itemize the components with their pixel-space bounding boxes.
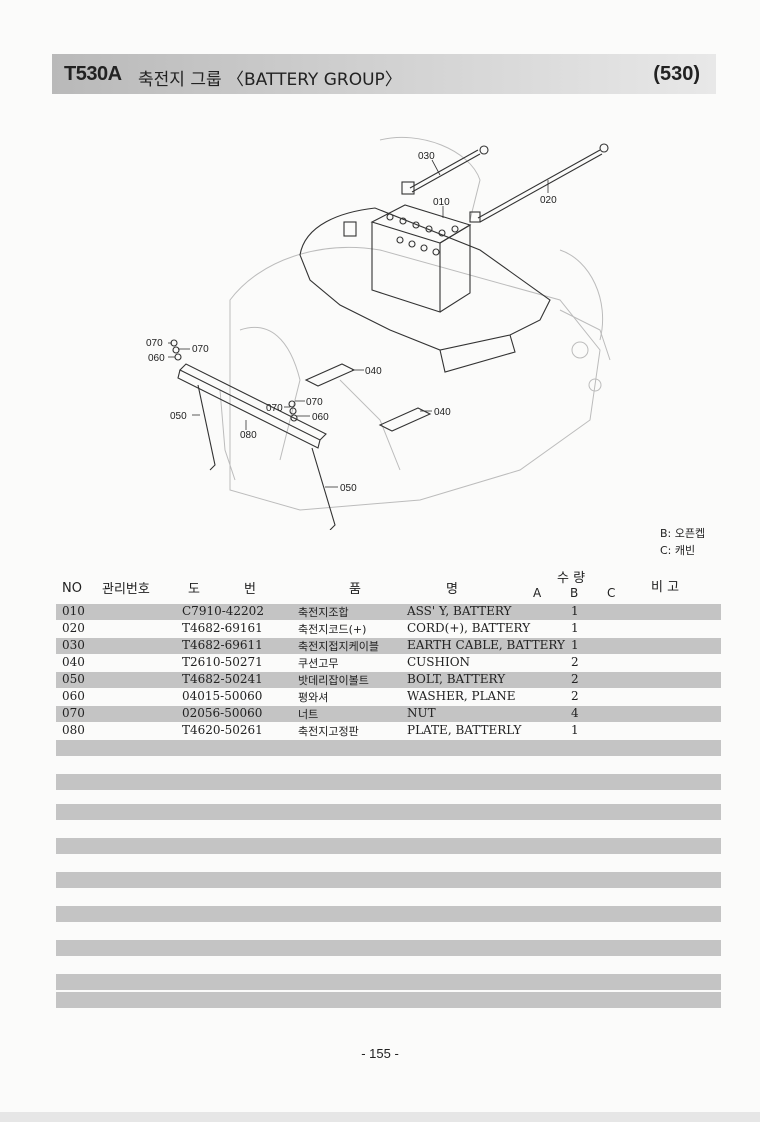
cell-name-kor: 축전지접지케이블 bbox=[298, 640, 379, 653]
cell-qty: 2 bbox=[571, 689, 579, 703]
cell-no: 010 bbox=[62, 604, 85, 618]
cell-qty: 2 bbox=[571, 672, 579, 686]
cell-qty: 1 bbox=[571, 723, 579, 737]
cell-part-no: T4682-69611 bbox=[182, 638, 263, 652]
cell-name-kor: 쿠션고무 bbox=[298, 657, 339, 670]
callout-label: 060 bbox=[148, 353, 165, 364]
table-row: 020 T4682-69161 축전지코드(+) CORD(+), BATTER… bbox=[56, 620, 721, 637]
cell-name-kor: 축전지코드(+) bbox=[298, 623, 367, 636]
cell-name-kor: 너트 bbox=[298, 708, 319, 721]
cell-no: 080 bbox=[62, 723, 85, 737]
callout-label: 010 bbox=[433, 197, 450, 208]
header-drawing-2: 번 bbox=[244, 582, 256, 597]
cell-part-no: T4620-50261 bbox=[182, 723, 263, 737]
cell-part-no: T4682-50241 bbox=[182, 672, 263, 686]
cell-name-kor: 축전지조합 bbox=[298, 606, 349, 619]
callout-label: 040 bbox=[434, 407, 451, 418]
cell-qty: 4 bbox=[571, 706, 579, 720]
callout-label: 070 bbox=[266, 403, 283, 414]
page-number: - 155 - bbox=[361, 1046, 399, 1061]
header-qty-c: C bbox=[607, 586, 616, 600]
header-name-1: 품 bbox=[349, 582, 361, 597]
table-row: 070 02056-50060 너트 NUT 4 bbox=[56, 705, 721, 722]
cell-qty: 2 bbox=[571, 655, 579, 669]
table-row: 050 T4682-50241 밧데리잡이볼트 BOLT, BATTERY 2 bbox=[56, 671, 721, 688]
cell-qty: 1 bbox=[571, 621, 579, 635]
table-row: 060 04015-50060 평와셔 WASHER, PLANE 2 bbox=[56, 688, 721, 705]
header-name-2: 명 bbox=[446, 582, 458, 597]
model-code: T530A bbox=[64, 63, 122, 85]
legend-cabin: C: 캐빈 bbox=[660, 544, 696, 557]
page-bottom-edge bbox=[0, 1112, 760, 1122]
cell-name-eng: ASS' Y, BATTERY bbox=[407, 604, 512, 618]
cell-name-eng: BOLT, BATTERY bbox=[407, 672, 506, 686]
cell-name-eng: CORD(+), BATTERY bbox=[407, 621, 531, 635]
table-row: 040 T2610-50271 쿠션고무 CUSHION 2 bbox=[56, 654, 721, 671]
cell-name-eng: PLATE, BATTERLY bbox=[407, 723, 522, 737]
cell-part-no: 04015-50060 bbox=[182, 689, 263, 703]
cell-name-eng: NUT bbox=[407, 706, 436, 720]
cell-part-no: T2610-50271 bbox=[182, 655, 263, 669]
callout-label: 020 bbox=[540, 195, 557, 206]
cell-name-kor: 축전지고정판 bbox=[298, 725, 359, 738]
cell-name-eng: WASHER, PLANE bbox=[407, 689, 516, 703]
table-row: 010 C7910-42202 축전지조합 ASS' Y, BATTERY 1 bbox=[56, 603, 721, 620]
cell-name-kor: 평와셔 bbox=[298, 691, 329, 704]
group-title: 축전지 그룹 〈BATTERY GROUP〉 bbox=[138, 70, 402, 90]
cell-part-no: T4682-69161 bbox=[182, 621, 263, 635]
cell-part-no: 02056-50060 bbox=[182, 706, 263, 720]
cell-no: 050 bbox=[62, 672, 85, 686]
cell-name-kor: 밧데리잡이볼트 bbox=[298, 674, 369, 687]
callout-label: 070 bbox=[192, 344, 209, 355]
callout-label: 060 bbox=[312, 412, 329, 423]
callout-label: 030 bbox=[418, 151, 435, 162]
callout-label: 070 bbox=[146, 338, 163, 349]
cell-qty: 1 bbox=[571, 638, 579, 652]
header-remark: 비 고 bbox=[651, 580, 680, 595]
parts-diagram: 030 010 020 070 060 070 040 070 070 060 … bbox=[146, 136, 611, 530]
group-ref: (530) bbox=[653, 63, 700, 85]
legend-open-cab: B: 오픈켑 bbox=[660, 527, 706, 540]
callout-label: 040 bbox=[365, 366, 382, 377]
cell-no: 030 bbox=[62, 638, 85, 652]
cell-no: 040 bbox=[62, 655, 85, 669]
callout-label: 070 bbox=[306, 397, 323, 408]
callout-label: 050 bbox=[340, 483, 357, 494]
header-no: NO bbox=[62, 581, 82, 596]
cell-part-no: C7910-42202 bbox=[182, 604, 264, 618]
header-quantity: 수 량 bbox=[557, 571, 586, 586]
callout-label: 050 bbox=[170, 411, 187, 422]
header-drawing-1: 도 bbox=[188, 582, 200, 597]
cell-qty: 1 bbox=[571, 604, 579, 618]
cell-name-eng: CUSHION bbox=[407, 655, 471, 669]
callout-label: 080 bbox=[240, 430, 257, 441]
page-header: T530A 축전지 그룹 〈BATTERY GROUP〉 (530) bbox=[52, 54, 716, 94]
table-row: 030 T4682-69611 축전지접지케이블 EARTH CABLE, BA… bbox=[56, 637, 721, 654]
cell-no: 060 bbox=[62, 689, 85, 703]
header-qty-b: B bbox=[570, 586, 579, 600]
cell-name-eng: EARTH CABLE, BATTERY bbox=[407, 638, 565, 652]
header-mgmt-no: 관리번호 bbox=[102, 582, 150, 597]
table-row: 080 T4620-50261 축전지고정판 PLATE, BATTERLY 1 bbox=[56, 722, 721, 739]
cell-no: 020 bbox=[62, 621, 85, 635]
header-qty-a: A bbox=[533, 586, 542, 600]
cell-no: 070 bbox=[62, 706, 85, 720]
